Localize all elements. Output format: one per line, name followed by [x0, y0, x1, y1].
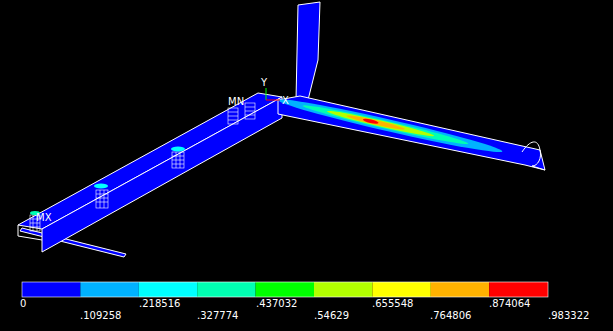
- scale-value: .54629: [314, 310, 349, 322]
- scale-value: .218516: [139, 298, 180, 310]
- axis-label: X: [282, 95, 289, 107]
- max-marker: MX: [36, 212, 51, 224]
- scale-value: .109258: [80, 310, 121, 322]
- scale-value: .983322: [548, 310, 589, 322]
- scale-value: .327774: [197, 310, 238, 322]
- axis-label: Y: [261, 77, 267, 89]
- min-marker: MN: [228, 96, 244, 108]
- scale-value: .655548: [372, 298, 413, 310]
- scale-value: 0: [20, 298, 26, 310]
- scale-value: .764806: [430, 310, 471, 322]
- scale-value: .874064: [489, 298, 530, 310]
- scale-value: .437032: [256, 298, 297, 310]
